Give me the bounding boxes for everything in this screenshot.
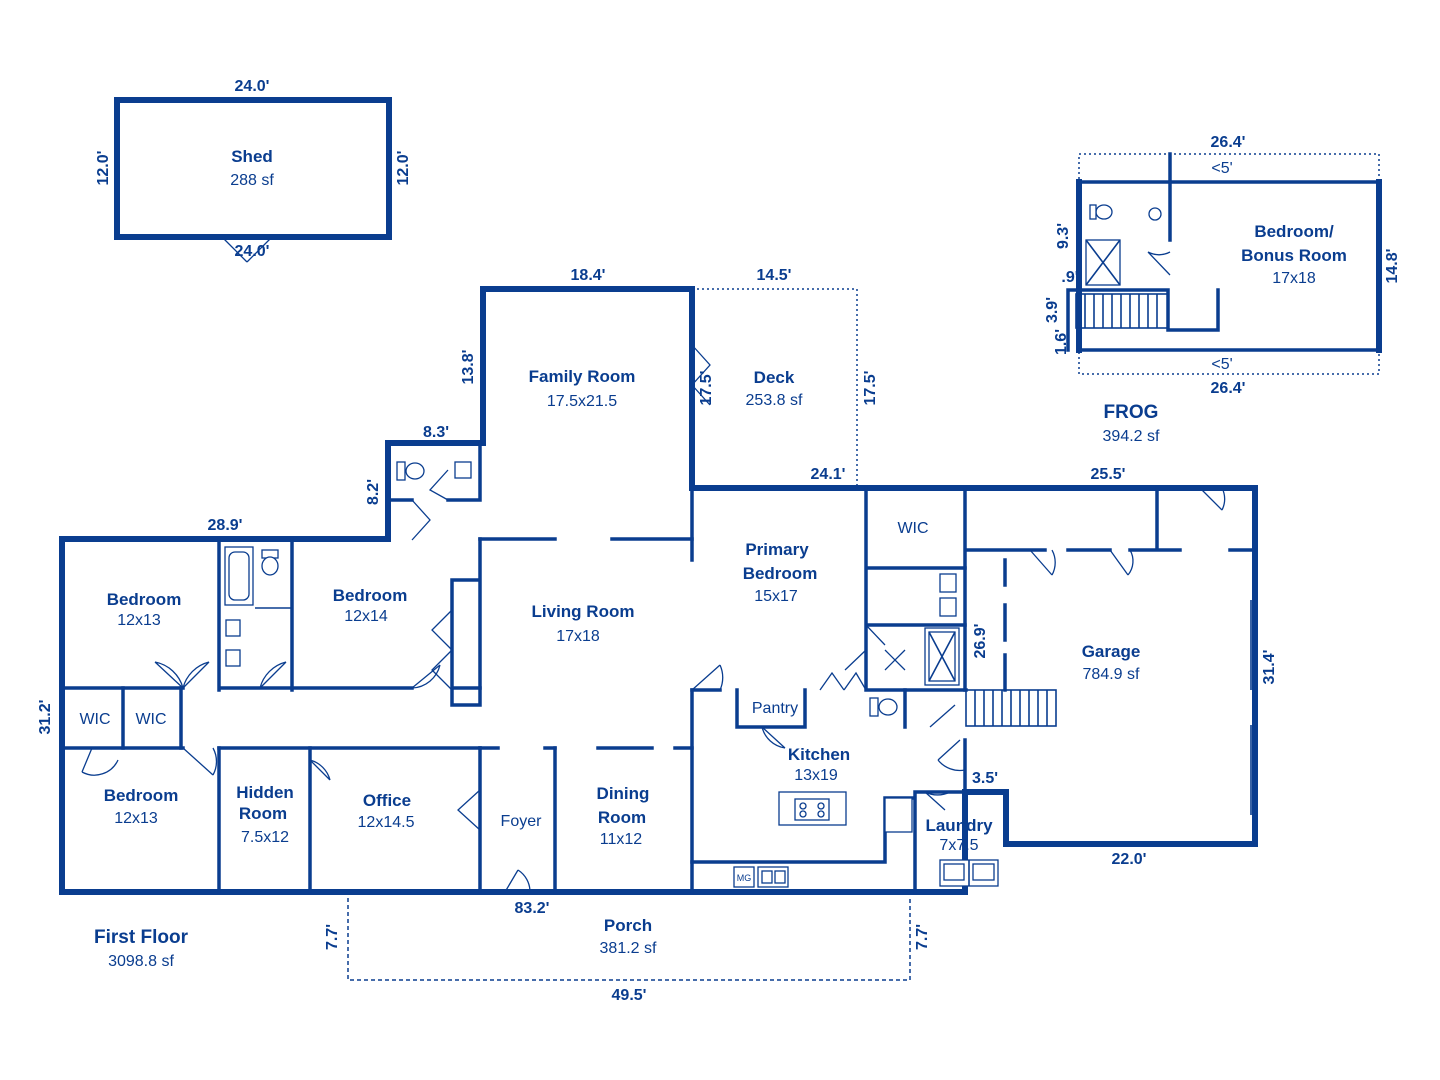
house-exterior	[59, 286, 1258, 981]
bedroom-sw-size: 12x13	[114, 810, 158, 827]
pantry-label: Pantry	[752, 700, 798, 717]
office-size: 12x14.5	[358, 814, 415, 831]
kitchen-top-dim: 24.1'	[811, 466, 846, 483]
frog-left-dim-d: 1.6'	[1053, 329, 1070, 355]
microwave-label: MG	[737, 873, 752, 883]
house-left-top-dim: 28.9'	[208, 517, 243, 534]
bonus-room-label-2: Bonus Room	[1241, 246, 1347, 265]
fixtures: MG	[224, 461, 1057, 888]
bonus-room-label-1: Bedroom/	[1254, 222, 1334, 241]
dining-room-size: 11x12	[600, 831, 643, 848]
wic-right-label: WIC	[135, 711, 166, 728]
frog-title: FROG	[1104, 402, 1159, 423]
frog: 26.4' <5' <5' 26.4' 14.8' 9.3' .9' 3.9' …	[1044, 134, 1401, 445]
bedroom-nw-size: 12x13	[117, 612, 161, 629]
office-label: Office	[363, 791, 411, 810]
bedroom-mid-label: Bedroom	[333, 586, 408, 605]
shed: 24.0' 24.0' 12.0' 12.0' Shed 288 sf	[95, 78, 412, 263]
garage-size: 784.9 sf	[1083, 666, 1140, 683]
frog-left-dim-c: 3.9'	[1044, 297, 1061, 323]
foyer-label: Foyer	[501, 813, 543, 830]
dining-room-label-1: Dining	[597, 784, 650, 803]
frog-bottom-dim: 26.4'	[1211, 380, 1246, 397]
laundry-label: Laundry	[925, 816, 993, 835]
family-room-size: 17.5x21.5	[547, 393, 617, 410]
primary-bedroom-label-1: Primary	[745, 540, 809, 559]
shed-size: 288 sf	[230, 172, 274, 189]
frog-right-dim: 14.8'	[1384, 249, 1401, 284]
floor-area: 3098.8 sf	[108, 953, 174, 970]
frog-area: 394.2 sf	[1103, 428, 1160, 445]
interior-walls	[60, 441, 1257, 894]
deck-left-dim: 17.5'	[698, 371, 715, 406]
shed-top-dim: 24.0'	[235, 78, 270, 95]
deck-right-dim: 17.5'	[862, 371, 879, 406]
living-room-size: 17x18	[556, 628, 600, 645]
wic-left-label: WIC	[79, 711, 110, 728]
porch-right-dim: 7.7'	[914, 924, 931, 950]
garage-right-dim: 31.4'	[1261, 650, 1278, 685]
hidden-room-label-1: Hidden	[236, 783, 294, 802]
primary-bedroom-label-2: Bedroom	[743, 564, 818, 583]
kitchen-size: 13x19	[794, 767, 838, 784]
deck-top-dim: 14.5'	[757, 267, 792, 284]
wic-primary-label: WIC	[897, 520, 928, 537]
garage-top-dim: 25.5'	[1091, 466, 1126, 483]
primary-bedroom-size: 15x17	[754, 588, 798, 605]
house-left-dim: 31.2'	[37, 700, 54, 735]
hidden-room-label-2: Room	[239, 804, 287, 823]
kitchen-label: Kitchen	[788, 745, 850, 764]
frog-top-dim: 26.4'	[1211, 134, 1246, 151]
family-room-label: Family Room	[529, 367, 636, 386]
frog-left-dim-b: .9'	[1061, 269, 1078, 286]
frog-left-dim-a: 9.3'	[1055, 223, 1072, 249]
porch-bottom-dim: 49.5'	[612, 987, 647, 1004]
frog-top-inner-dim: <5'	[1211, 160, 1232, 177]
doors	[81, 344, 1226, 893]
family-left-dim: 13.8'	[460, 350, 477, 385]
bath-left-dim: 8.2'	[365, 479, 382, 505]
house-bottom-dim: 83.2'	[515, 900, 550, 917]
laundry-step-dim: 3.5'	[972, 770, 998, 787]
laundry-size: 7x7.5	[939, 837, 978, 854]
shed-label: Shed	[231, 147, 273, 166]
deck-size: 253.8 sf	[746, 392, 803, 409]
shed-right-dim: 12.0'	[395, 151, 412, 186]
dimensions: 18.4' 13.8' 14.5' 17.5' 17.5' 8.3' 8.2' …	[37, 267, 1278, 1004]
bedroom-sw-label: Bedroom	[104, 786, 179, 805]
shed-left-dim: 12.0'	[95, 151, 112, 186]
floor-title: First Floor	[94, 927, 189, 948]
porch-label: Porch	[604, 916, 652, 935]
bonus-room-size: 17x18	[1272, 270, 1316, 287]
room-labels: Family Room 17.5x21.5 Deck 253.8 sf Livi…	[79, 367, 1140, 970]
porch-left-dim: 7.7'	[324, 924, 341, 950]
hidden-room-size: 7.5x12	[241, 829, 289, 846]
garage-label: Garage	[1082, 642, 1141, 661]
family-top-dim: 18.4'	[571, 267, 606, 284]
frog-bottom-inner-dim: <5'	[1211, 356, 1232, 373]
garage-bottom-dim: 22.0'	[1112, 851, 1147, 868]
deck-label: Deck	[754, 368, 795, 387]
dining-room-label-2: Room	[598, 808, 646, 827]
shed-bottom-dim: 24.0'	[235, 243, 270, 260]
porch-size: 381.2 sf	[600, 940, 657, 957]
bedroom-mid-size: 12x14	[344, 608, 388, 625]
living-room-label: Living Room	[532, 602, 635, 621]
bedroom-nw-label: Bedroom	[107, 590, 182, 609]
garage-left-dim: 26.9'	[972, 624, 989, 659]
bath-top-dim: 8.3'	[423, 424, 449, 441]
